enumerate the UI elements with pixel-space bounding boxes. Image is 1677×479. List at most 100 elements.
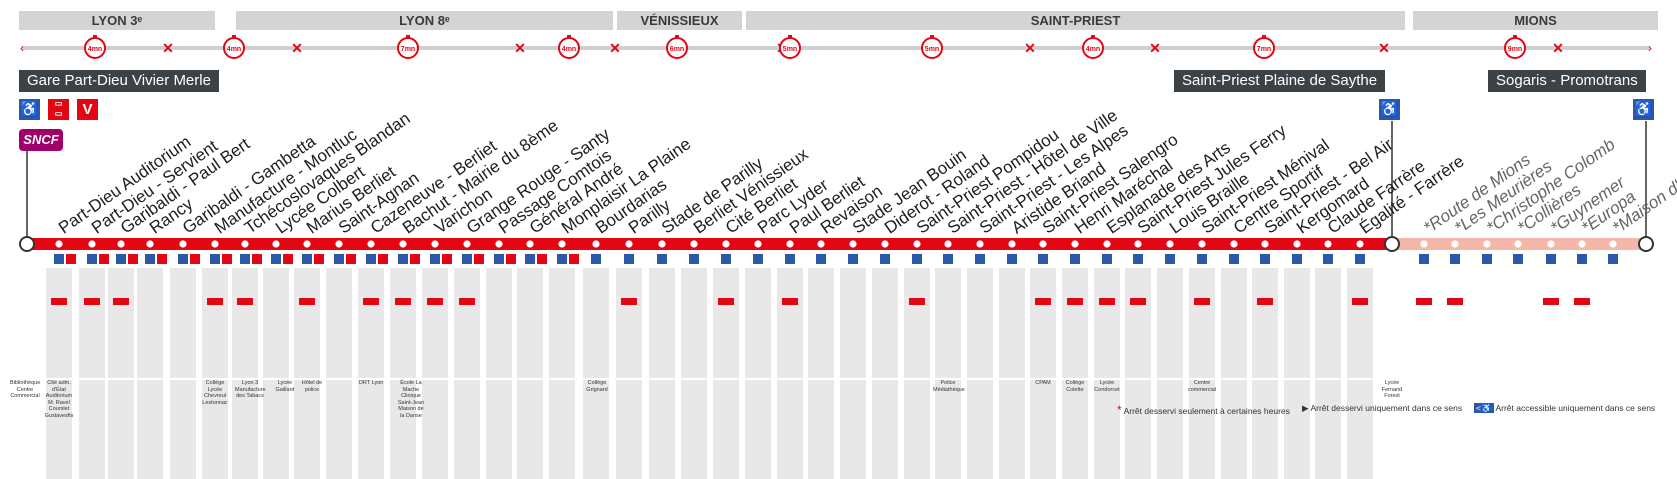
wheelchair-icon [1165, 254, 1175, 264]
poi-column [1252, 380, 1278, 479]
stop-marker [558, 240, 566, 248]
wheelchair-icon [880, 254, 890, 264]
line-badge-icon [1099, 298, 1115, 305]
wheelchair-icon: ♿ [1379, 99, 1400, 120]
stopwatch-crown-icon [788, 35, 792, 39]
connection-column [649, 268, 675, 378]
poi-column [358, 380, 384, 479]
legend-optional-stop: * Arrêt desservi seulement à certaines h… [1117, 403, 1290, 417]
line-badge-icon [1130, 298, 1146, 305]
stop-marker [526, 240, 534, 248]
point-of-interest: Lycée Condorcet [1094, 380, 1120, 393]
point-of-interest: Lycée Fernand Forest [1381, 380, 1403, 399]
poi-column [390, 380, 416, 479]
terminal-end: Sogaris - Promotrans [1488, 70, 1646, 92]
stop-marker [1420, 240, 1428, 248]
travel-time-label: 4mn [227, 46, 241, 53]
line-badge-icon [1543, 298, 1559, 305]
wheelchair-icon [943, 254, 953, 264]
zone-venissieux: VÉNISSIEUX [617, 11, 742, 30]
stop-marker [335, 240, 343, 248]
wheelchair-icon [912, 254, 922, 264]
wheelchair-icon [525, 254, 535, 264]
connection-column [1157, 268, 1183, 378]
line-badge-icon [782, 298, 798, 305]
stopwatch-crown-icon [93, 35, 97, 39]
stop-marker [658, 240, 666, 248]
segment-separator-icon: ✕ [609, 40, 621, 56]
velov-icon [283, 254, 293, 264]
connection-column [1030, 268, 1056, 378]
connection-column [616, 268, 642, 378]
point-of-interest: Centre commercial [1187, 380, 1217, 393]
connection-column [390, 268, 416, 378]
velov-icon [314, 254, 324, 264]
connection-column [79, 268, 105, 378]
wheelchair-icon: ♿ [19, 99, 40, 120]
line-badge-icon [718, 298, 734, 305]
travel-time-label: 7mn [1257, 46, 1271, 53]
stop-marker [881, 240, 889, 248]
wheelchair-icon [1133, 254, 1143, 264]
wheelchair-icon [366, 254, 376, 264]
wheelchair-icon [271, 254, 281, 264]
line-badge-icon [113, 298, 129, 305]
travel-time-label: 5mn [783, 46, 797, 53]
stop-marker [1578, 240, 1586, 248]
wheelchair-icon: ♿ [1633, 99, 1654, 120]
wheelchair-icon [462, 254, 472, 264]
connection-column [454, 268, 480, 378]
segment-separator-icon: ✕ [514, 40, 526, 56]
wheelchair-icon [398, 254, 408, 264]
legend-accessible-direction: <♿ Arrêt accessible uniquement dans ce s… [1474, 403, 1655, 414]
stop-marker [1103, 240, 1111, 248]
wheelchair-icon [1292, 254, 1302, 264]
travel-time-label: 4mn [88, 46, 102, 53]
point-of-interest: Lycée Gaillard [275, 380, 295, 393]
wheelchair-icon [1070, 254, 1080, 264]
poi-column [1094, 380, 1120, 479]
poi-column [1125, 380, 1151, 479]
line-badge-icon [51, 298, 67, 305]
wheelchair-icon [210, 254, 220, 264]
terminal-intermediate: Saint-Priest Plaine de Saythe [1174, 70, 1386, 92]
poi-column [232, 380, 258, 479]
connection-column [108, 268, 134, 378]
stop-marker [1230, 240, 1238, 248]
connection-column [904, 268, 930, 378]
stop-marker [146, 240, 154, 248]
poi-column [808, 380, 834, 479]
zone-lyon-3: LYON 3ᵉ [19, 11, 215, 30]
wheelchair-icon [1260, 254, 1270, 264]
velov-icon [128, 254, 138, 264]
point-of-interest: CPAM [1035, 380, 1051, 386]
point-of-interest: Police Médiathèque [933, 380, 965, 393]
stop-marker [1514, 240, 1522, 248]
stop-marker [817, 240, 825, 248]
wheelchair-icon [1102, 254, 1112, 264]
poi-column [486, 380, 512, 479]
stop-marker [88, 240, 96, 248]
stop-marker [463, 240, 471, 248]
line-badge-icon [84, 298, 100, 305]
wheelchair-icon [591, 254, 601, 264]
wheelchair-icon [975, 254, 985, 264]
line-badge-icon [237, 298, 253, 305]
stopwatch-crown-icon [567, 35, 571, 39]
tram-icon: ▭▭ [48, 99, 69, 120]
line-badge-icon [1352, 298, 1368, 305]
stop-marker [1483, 240, 1491, 248]
line-badge-icon [363, 298, 379, 305]
connection-column [263, 268, 289, 378]
wheelchair-icon [178, 254, 188, 264]
poi-column [616, 380, 642, 479]
stopwatch-crown-icon [232, 35, 236, 39]
velov-badge: V [77, 99, 98, 120]
point-of-interest: Collège Colette [1065, 380, 1085, 393]
velov-icon [346, 254, 356, 264]
poi-column [294, 380, 320, 479]
stop-marker [1293, 240, 1301, 248]
velov-icon [506, 254, 516, 264]
wheelchair-icon [848, 254, 858, 264]
wheelchair-icon [240, 254, 250, 264]
